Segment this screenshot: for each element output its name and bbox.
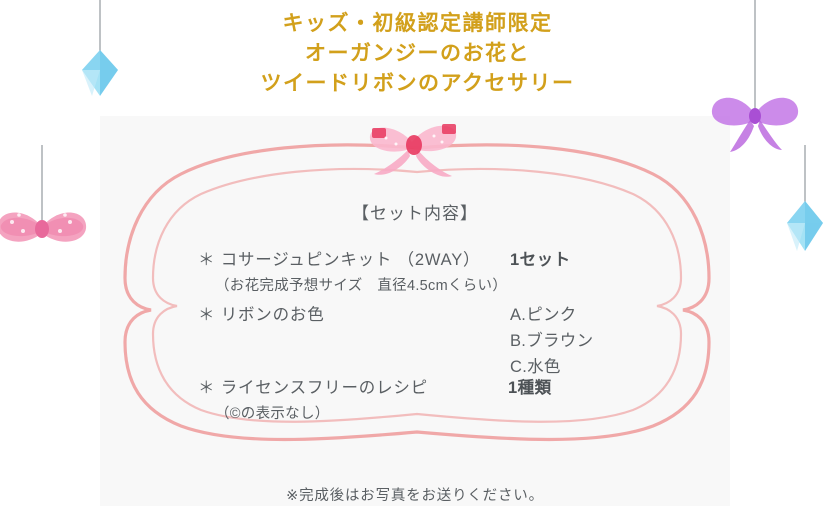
bow-icon xyxy=(0,212,87,242)
pink-bow-left xyxy=(0,145,92,255)
list-item-sub-1: （お花完成予想サイズ 直径4.5cmくらい） xyxy=(215,278,508,294)
pink-ribbon-bow-frame-top xyxy=(350,108,480,188)
footnote: ※完成後はお写真をお送りください。 xyxy=(286,488,544,504)
list-item-label-2: ＊ リボンのお色 xyxy=(198,301,325,325)
title-line-3: ツイードリボンのアクセサリー xyxy=(260,71,575,95)
list-item: ＊ コサージュピンキット （2WAY） （お花完成予想サイズ 直径4.5cmくら… xyxy=(198,246,507,295)
bow-icon xyxy=(711,97,799,152)
list-item-value-1: 1セット xyxy=(510,251,571,269)
bullet-3: ＊ xyxy=(198,379,216,397)
label-text-2: リボンのお色 xyxy=(220,306,325,324)
ribbon-color-option-c: C.水色 xyxy=(510,358,561,376)
set-contents: 【セット内容】 ＊ コサージュピンキット （2WAY） （お花完成予想サイズ 直… xyxy=(100,116,730,506)
ribbon-color-option-b: B.ブラウン xyxy=(510,332,594,350)
bullet-2: ＊ xyxy=(198,306,216,324)
title-line-2: オーガンジーのお花と xyxy=(305,41,530,65)
list-item-sub-3: （©の表示なし） xyxy=(215,406,330,422)
crystal-icon xyxy=(787,201,823,251)
list-item-label-1: ＊ コサージュピンキット （2WAY） xyxy=(198,246,507,270)
list-item-label-3: ＊ ライセンスフリーのレシピ xyxy=(198,374,428,398)
set-contents-heading: 【セット内容】 xyxy=(352,204,478,223)
label-text-3: ライセンスフリーのレシピ xyxy=(220,379,428,397)
page-title: キッズ・初級認定講師限定 オーガンジーのお花と ツイードリボンのアクセサリー xyxy=(0,8,835,98)
ribbon-color-option-a: A.ピンク xyxy=(510,306,577,324)
bow-icon xyxy=(369,124,457,177)
crystal-icon xyxy=(82,50,118,96)
list-item: ＊ ライセンスフリーのレシピ （©の表示なし） xyxy=(198,374,428,423)
blue-crystal-top-left xyxy=(70,0,130,106)
list-item-value-3: 1種類 xyxy=(508,379,552,397)
label-text-1: コサージュピンキット （2WAY） xyxy=(220,251,481,269)
list-item: ＊ リボンのお色 xyxy=(198,301,325,325)
purple-bow-top-right xyxy=(700,0,810,156)
bullet-1: ＊ xyxy=(198,251,216,269)
blue-crystal-right xyxy=(775,145,835,270)
title-line-1: キッズ・初級認定講師限定 xyxy=(282,11,553,35)
